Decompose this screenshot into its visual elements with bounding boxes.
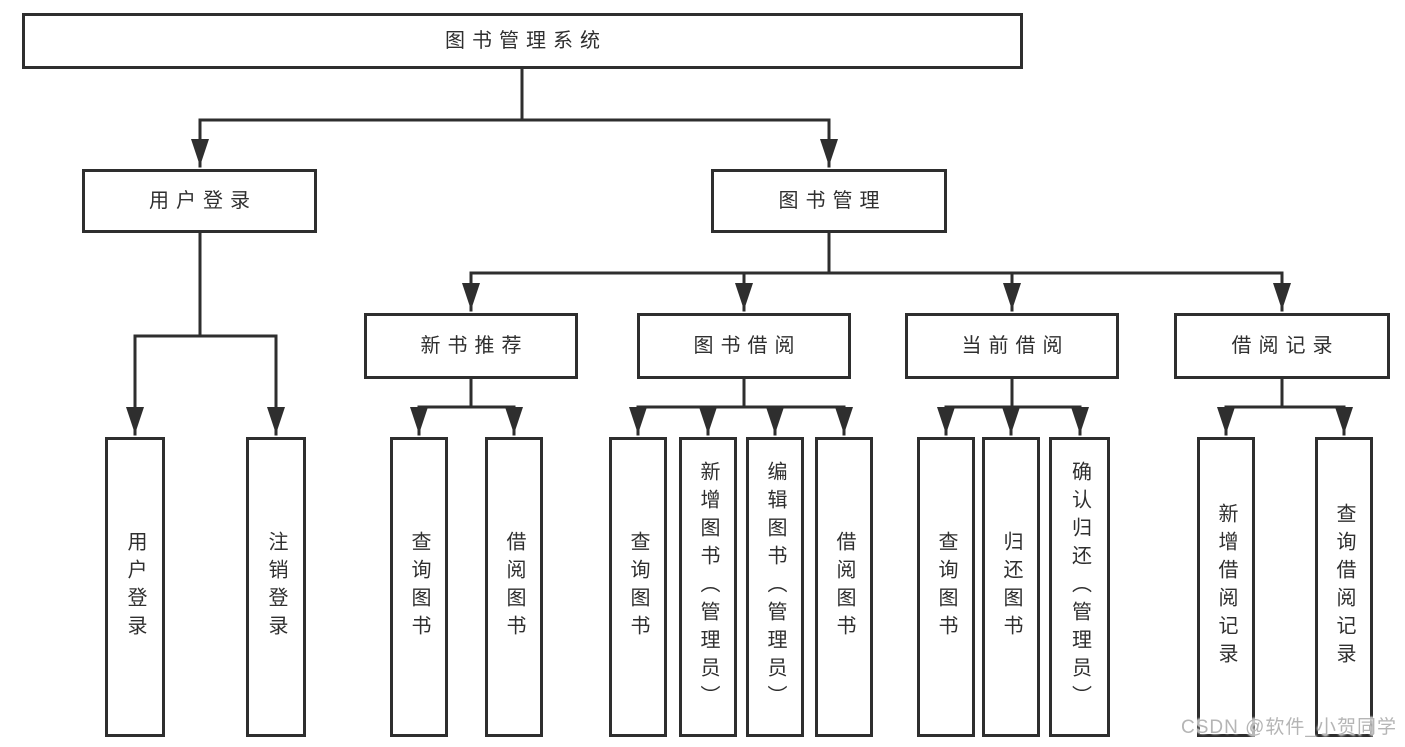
node-library-system: 图书管理系统 xyxy=(22,13,1023,69)
node-book-borrowing: 图书借阅 xyxy=(637,313,851,379)
leaf-recommend-query-books: 查询图书 xyxy=(390,437,448,737)
node-user-login-label: 用户登录 xyxy=(149,190,257,212)
leaf-user-login: 用户登录 xyxy=(105,437,165,737)
leaf-borrowing-add-books-admin-label: 新增图书（管理员） xyxy=(697,461,719,713)
node-current-borrowing: 当前借阅 xyxy=(905,313,1119,379)
node-book-management: 图书管理 xyxy=(711,169,947,233)
leaf-records-query-record: 查询借阅记录 xyxy=(1315,437,1373,737)
node-book-borrowing-label: 图书借阅 xyxy=(693,335,802,357)
leaf-current-return-books-label: 归还图书 xyxy=(1000,531,1022,643)
leaf-borrowing-add-books-admin: 新增图书（管理员） xyxy=(679,437,737,737)
leaf-borrowing-edit-books-admin-label: 编辑图书（管理员） xyxy=(764,461,786,713)
leaf-borrowing-query-books: 查询图书 xyxy=(609,437,667,737)
leaf-recommend-query-books-label: 查询图书 xyxy=(408,531,430,643)
node-user-login: 用户登录 xyxy=(82,169,317,233)
leaf-logout: 注销登录 xyxy=(246,437,306,737)
leaf-borrowing-query-books-label: 查询图书 xyxy=(627,531,649,643)
leaf-records-add-record-label: 新增借阅记录 xyxy=(1215,503,1237,671)
leaf-current-return-books: 归还图书 xyxy=(982,437,1040,737)
leaf-current-confirm-return-admin: 确认归还（管理员） xyxy=(1049,437,1110,737)
leaf-borrowing-edit-books-admin: 编辑图书（管理员） xyxy=(746,437,804,737)
leaf-borrowing-borrow-books: 借阅图书 xyxy=(815,437,873,737)
leaf-records-add-record: 新增借阅记录 xyxy=(1197,437,1255,737)
leaf-recommend-borrow-books-label: 借阅图书 xyxy=(503,531,525,643)
leaf-current-query-books-label: 查询图书 xyxy=(935,531,957,643)
leaf-user-login-label: 用户登录 xyxy=(124,531,146,643)
node-new-book-recommendation-label: 新书推荐 xyxy=(420,335,529,357)
node-library-system-label: 图书管理系统 xyxy=(445,30,607,52)
leaf-current-query-books: 查询图书 xyxy=(917,437,975,737)
leaf-logout-label: 注销登录 xyxy=(265,531,287,643)
csdn-watermark: CSDN @软件_小贺同学 xyxy=(1181,717,1397,738)
leaf-records-query-record-label: 查询借阅记录 xyxy=(1333,503,1355,671)
node-borrowing-records: 借阅记录 xyxy=(1174,313,1390,379)
node-current-borrowing-label: 当前借阅 xyxy=(961,335,1070,357)
node-new-book-recommendation: 新书推荐 xyxy=(364,313,578,379)
leaf-current-confirm-return-admin-label: 确认归还（管理员） xyxy=(1068,461,1091,713)
leaf-recommend-borrow-books: 借阅图书 xyxy=(485,437,543,737)
node-book-management-label: 图书管理 xyxy=(778,190,887,212)
node-borrowing-records-label: 借阅记录 xyxy=(1231,335,1340,357)
leaf-borrowing-borrow-books-label: 借阅图书 xyxy=(833,531,855,643)
